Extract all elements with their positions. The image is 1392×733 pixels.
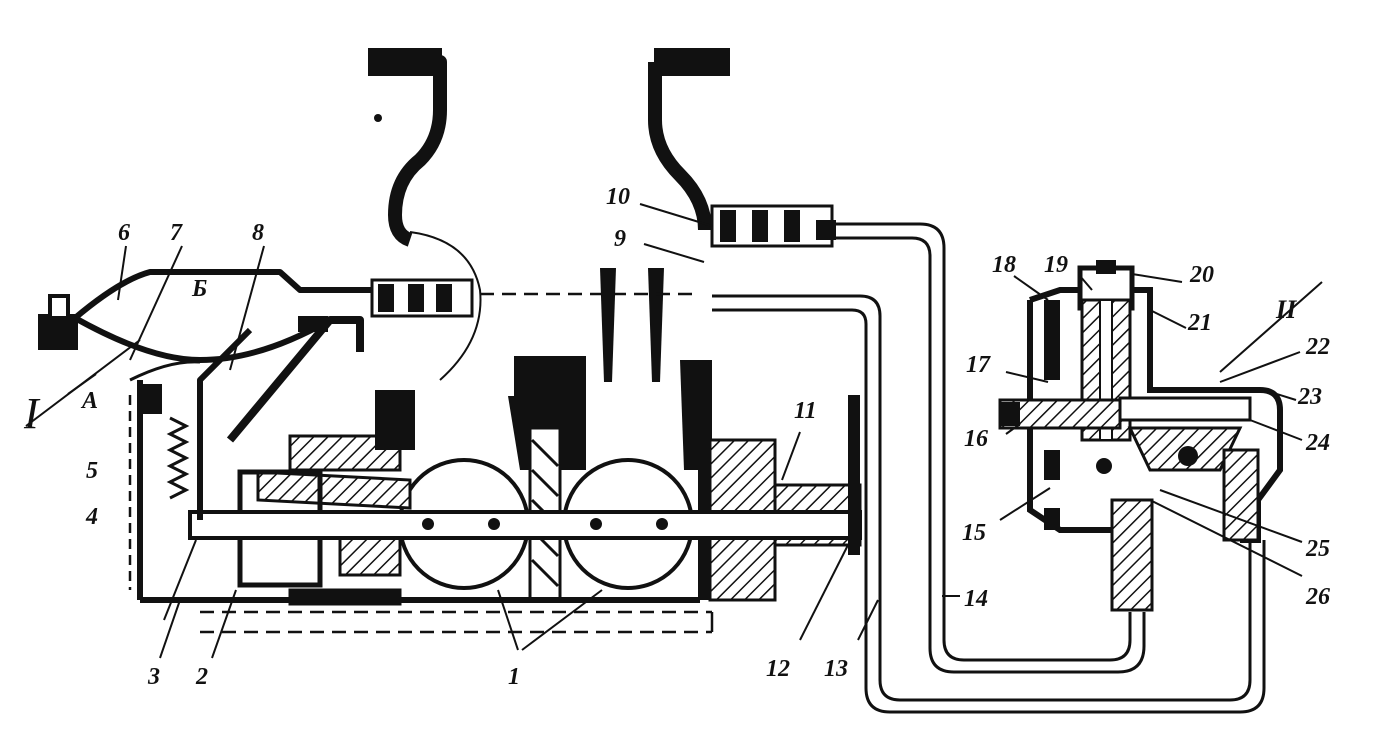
label-20: 20	[1189, 262, 1214, 288]
label-11: 11	[794, 398, 817, 424]
label-15: 15	[962, 520, 986, 546]
label-letter-b: Б	[191, 276, 207, 302]
left-bolt	[38, 294, 162, 414]
label-21: 21	[1187, 310, 1212, 336]
label-3: 3	[147, 664, 160, 690]
label-14: 14	[964, 586, 988, 612]
pipe-14	[836, 222, 1146, 674]
horn-flange-right	[654, 48, 730, 76]
inner-contour	[409, 231, 482, 381]
flange-block	[375, 390, 415, 450]
label-2: 2	[195, 664, 208, 690]
leader-lines	[25, 203, 1323, 659]
label-19: 19	[1044, 252, 1068, 278]
label-25: 25	[1305, 536, 1330, 562]
label-17: 17	[966, 352, 991, 378]
spring-5	[166, 416, 190, 500]
label-roman-one: I	[23, 389, 41, 438]
label-23: 23	[1297, 384, 1322, 410]
label-6: 6	[118, 220, 130, 246]
fitting-10	[710, 204, 836, 248]
lever-12	[848, 395, 860, 555]
horn-flange-left	[368, 48, 442, 76]
label-13: 13	[824, 656, 848, 682]
left-fitting	[370, 278, 474, 318]
main-shaft	[188, 510, 862, 540]
left-regulator	[73, 269, 380, 520]
label-26: 26	[1305, 584, 1330, 610]
label-letter-a: А	[80, 388, 98, 414]
label-22: 22	[1305, 334, 1330, 360]
right-regulator	[998, 260, 1283, 612]
label-18: 18	[992, 252, 1016, 278]
label-12: 12	[766, 656, 790, 682]
label-8: 8	[252, 220, 264, 246]
label-4: 4	[85, 504, 98, 530]
spring-cap	[298, 316, 328, 332]
dot-mark	[374, 114, 382, 122]
label-10: 10	[606, 184, 630, 210]
label-16: 16	[964, 426, 988, 452]
pipe-13	[712, 294, 1266, 714]
label-1: 1	[508, 664, 520, 690]
label-5: 5	[86, 458, 98, 484]
callout-labels: 1 2 3 4 5 6 7 8 9 10 11 12 13 14 15 16 1…	[23, 184, 1330, 690]
label-roman-two: II	[1275, 295, 1297, 324]
label-9: 9	[614, 226, 626, 252]
label-24: 24	[1305, 430, 1330, 456]
label-7: 7	[170, 220, 183, 246]
central-block	[508, 356, 586, 602]
